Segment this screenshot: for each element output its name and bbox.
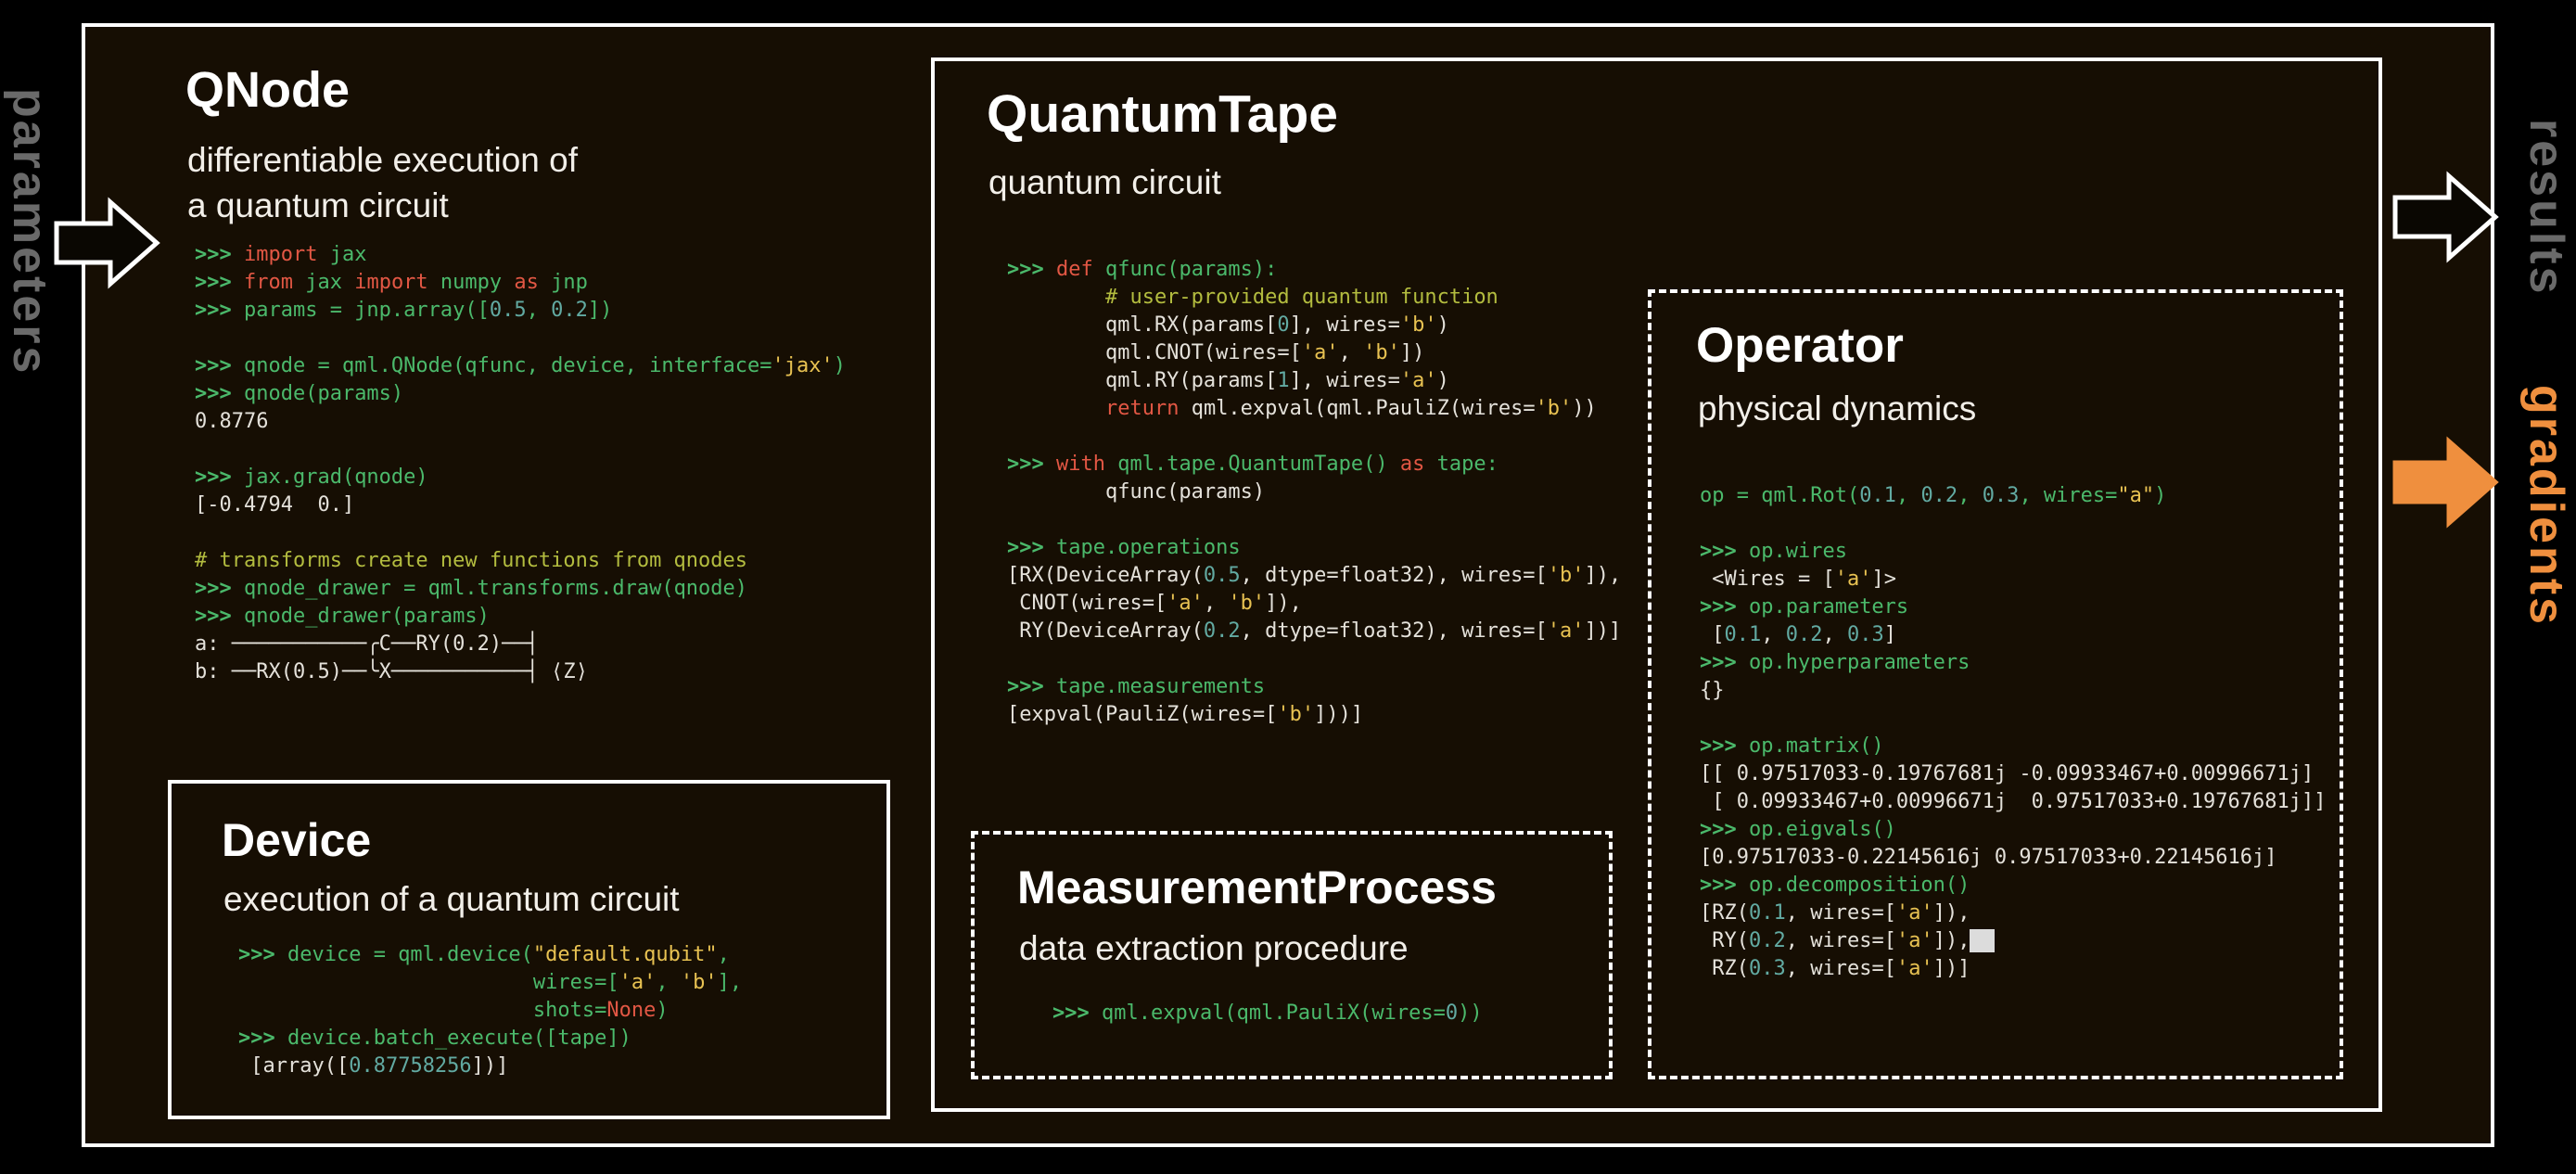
code-line: >>> params = jnp.array([0.5, 0.2])	[195, 299, 613, 322]
measurementprocess-box: MeasurementProcess data extraction proce…	[971, 831, 1613, 1079]
qnode-subtitle-line1: differentiable execution of	[187, 141, 579, 179]
code-line: >>> qnode = qml.QNode(qfunc, device, int…	[195, 354, 847, 377]
code-line: >>> op.parameters	[1700, 595, 1909, 619]
qnode-title: QNode	[185, 62, 351, 118]
code-line: >>> from jax import numpy as jnp	[195, 271, 588, 294]
code-line: >>> op.eigvals()	[1700, 818, 1896, 841]
code-line	[195, 436, 846, 464]
quantumtape-code-block: >>> def qfunc(params): # user-provided q…	[1007, 256, 1621, 729]
code-line: wires=['a', 'b'],	[238, 971, 743, 994]
code-line: >>> with qml.tape.QuantumTape() as tape:	[1007, 453, 1498, 476]
results-label: results	[2519, 119, 2573, 297]
code-line: qml.CNOT(wires=['a', 'b'])	[1007, 341, 1425, 364]
measurementprocess-subtitle: data extraction procedure	[1019, 929, 1409, 967]
code-line	[1007, 423, 1621, 451]
code-line: [expval(PauliZ(wires=['b']))]	[1007, 703, 1364, 726]
code-line: >>> op.hyperparameters	[1700, 651, 1970, 674]
code-line: [-0.4794 0.]	[195, 493, 355, 517]
gradients-arrow-icon	[2392, 436, 2499, 529]
code-line: [[ 0.97517033-0.19767681j -0.09933467+0.…	[1700, 762, 2315, 785]
device-subtitle: execution of a quantum circuit	[223, 880, 680, 918]
code-line: [RZ(0.1, wires=['a']),	[1700, 901, 1970, 925]
quantumtape-box: QuantumTape quantum circuit >>> def qfun…	[931, 57, 2382, 1112]
code-line: return qml.expval(qml.PauliZ(wires='b'))	[1104, 397, 1597, 420]
code-line: >>> def qfunc(params):	[1007, 258, 1278, 281]
code-line: qfunc(params)	[1007, 480, 1266, 504]
code-line: # transforms create new functions from q…	[195, 549, 748, 572]
code-line: [0.97517033-0.22145616j 0.97517033+0.221…	[1700, 846, 2277, 869]
code-line: CNOT(wires=['a', 'b']),	[1007, 592, 1302, 615]
quantumtape-title: QuantumTape	[987, 84, 1338, 144]
operator-box: Operator physical dynamics op = qml.Rot(…	[1648, 289, 2343, 1079]
code-line: shots=None)	[238, 999, 669, 1022]
code-line	[195, 325, 846, 352]
code-line	[195, 519, 846, 547]
qnode-subtitle: differentiable execution of a quantum ci…	[187, 137, 578, 228]
results-arrow-icon	[2392, 171, 2499, 263]
text-cursor	[1970, 929, 1995, 952]
code-line: 0.8776	[195, 410, 269, 433]
code-line: [RX(DeviceArray(0.5, dtype=float32), wir…	[1007, 564, 1622, 587]
code-line: RZ(0.3, wires=['a'])]	[1700, 957, 1970, 980]
code-line: >>> op.decomposition()	[1700, 874, 1970, 897]
measurementprocess-title: MeasurementProcess	[1017, 861, 1497, 913]
code-line: {}	[1700, 679, 1725, 702]
code-line: op = qml.Rot(0.1, 0.2, 0.3, wires="a")	[1700, 484, 2167, 507]
code-line	[1700, 705, 2327, 733]
code-line: [0.1, 0.2, 0.3]	[1700, 623, 1896, 646]
code-line	[1700, 510, 2327, 538]
code-line: qml.RX(params[0], wires='b')	[1007, 313, 1449, 337]
code-line	[1007, 506, 1621, 534]
quantumtape-subtitle: quantum circuit	[988, 163, 1221, 201]
device-code-block: >>> device = qml.device("default.qubit",…	[238, 941, 742, 1080]
code-line: <Wires = ['a']>	[1700, 568, 1896, 591]
code-line: [array([0.87758256])]	[238, 1054, 509, 1078]
code-line: >>> tape.operations	[1007, 536, 1241, 559]
operator-title: Operator	[1696, 318, 1904, 373]
parameters-label: parameters	[3, 88, 57, 376]
qnode-subtitle-line2: a quantum circuit	[187, 186, 449, 224]
code-line: >>> jax.grad(qnode)	[195, 466, 428, 489]
code-line: RY(DeviceArray(0.2, dtype=float32), wire…	[1007, 619, 1622, 643]
gradients-label: gradients	[2519, 385, 2573, 628]
code-line: # user-provided quantum function	[1007, 286, 1498, 309]
device-box: Device execution of a quantum circuit >>…	[168, 780, 890, 1119]
measurementprocess-code-block: >>> qml.expval(qml.PauliX(wires=0))	[1052, 1000, 1483, 1027]
operator-subtitle: physical dynamics	[1698, 389, 1977, 427]
code-line: >>> import jax	[195, 243, 367, 266]
code-line: >>> device = qml.device("default.qubit",	[238, 943, 730, 966]
qnode-code-block: >>> import jax >>> from jax import numpy …	[195, 241, 846, 686]
code-line: RY(0.2, wires=['a']),	[1700, 927, 2327, 955]
parameters-arrow-icon	[54, 197, 160, 289]
code-line: >>> device.batch_execute([tape])	[238, 1027, 631, 1050]
device-title: Device	[222, 814, 372, 866]
code-line	[1007, 645, 1621, 673]
code-line: >>> qnode_drawer = qml.transforms.draw(q…	[195, 577, 748, 600]
outer-frame	[82, 23, 2494, 1147]
code-line: >>> tape.measurements	[1007, 675, 1266, 698]
code-line: b: ──RX(0.5)──╰X───────────┤ ⟨Z⟩	[195, 660, 588, 683]
code-line: [ 0.09933467+0.00996671j 0.97517033+0.19…	[1700, 790, 2327, 813]
code-line: >>> qnode(params)	[195, 382, 404, 405]
code-line: >>> op.wires	[1700, 540, 1847, 563]
code-line: >>> op.matrix()	[1700, 734, 1884, 758]
code-line: qml.RY(params[1], wires='a')	[1007, 369, 1449, 392]
code-line: a: ───────────╭C──RY(0.2)──┤	[195, 632, 539, 656]
code-line: >>> qnode_drawer(params)	[195, 605, 490, 628]
operator-code-block: op = qml.Rot(0.1, 0.2, 0.3, wires="a") >…	[1700, 482, 2327, 983]
code-line: >>> qml.expval(qml.PauliX(wires=0))	[1052, 1002, 1483, 1025]
